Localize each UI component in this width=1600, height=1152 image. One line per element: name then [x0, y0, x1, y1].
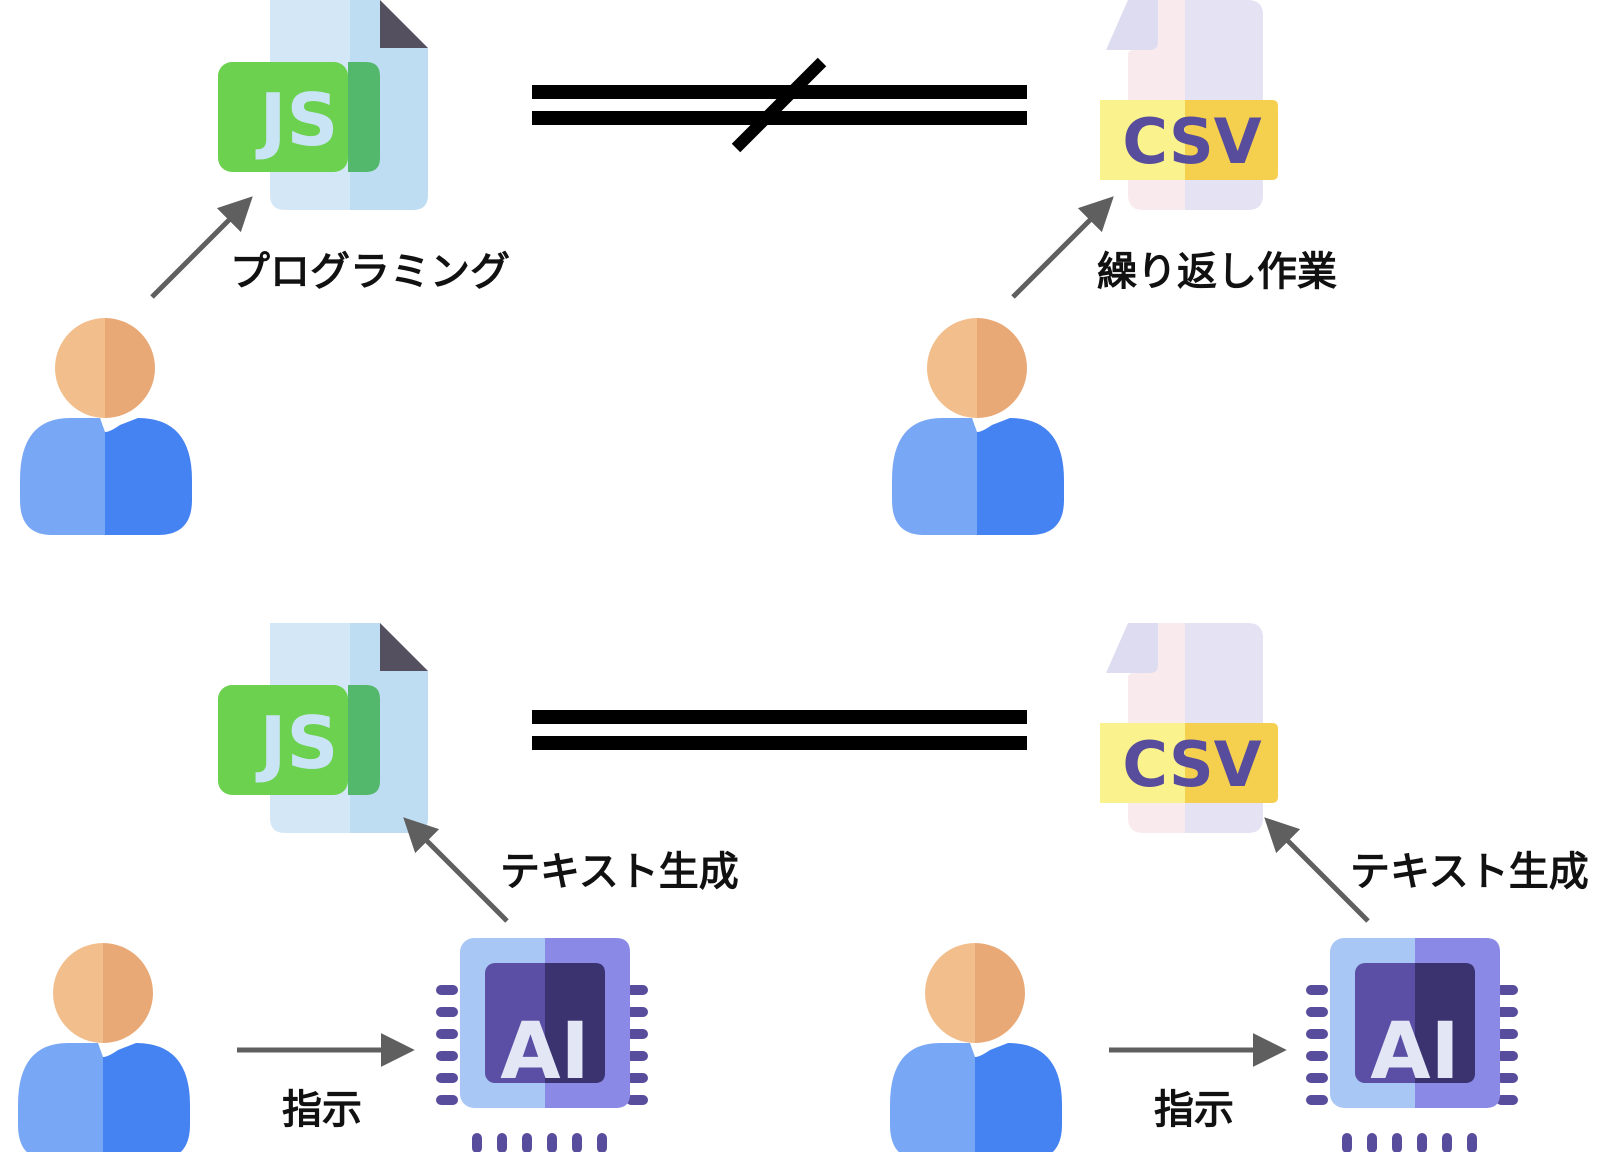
text-generation-label: テキスト生成 — [500, 849, 739, 895]
instruction-label: 指示 — [282, 1087, 362, 1133]
js-badge-label: JS — [255, 701, 339, 785]
js-badge-label: JS — [255, 78, 339, 162]
user-icon — [18, 943, 190, 1152]
text-generation-label: テキスト生成 — [1350, 849, 1589, 895]
not-equal-sign — [532, 57, 1027, 153]
arrow-icon — [150, 196, 253, 299]
instruction-label: 指示 — [1154, 1087, 1234, 1133]
arrow-icon — [1264, 817, 1370, 923]
equal-sign — [532, 710, 1027, 750]
arrow-icon — [1011, 196, 1114, 299]
ai-chip-icon — [1306, 938, 1518, 1152]
programming-label: プログラミング — [230, 249, 510, 295]
ai-badge-label: AI — [500, 1007, 589, 1097]
csv-badge-label: CSV — [1122, 105, 1261, 178]
user-icon — [890, 943, 1062, 1152]
repetitive-work-label: 繰り返し作業 — [1097, 249, 1337, 295]
ai-badge-label: AI — [1370, 1007, 1459, 1097]
csv-badge-label: CSV — [1122, 728, 1261, 801]
arrow-icon — [403, 817, 509, 923]
user-icon — [892, 318, 1064, 535]
user-icon — [20, 318, 192, 535]
ai-chip-icon — [436, 938, 648, 1152]
